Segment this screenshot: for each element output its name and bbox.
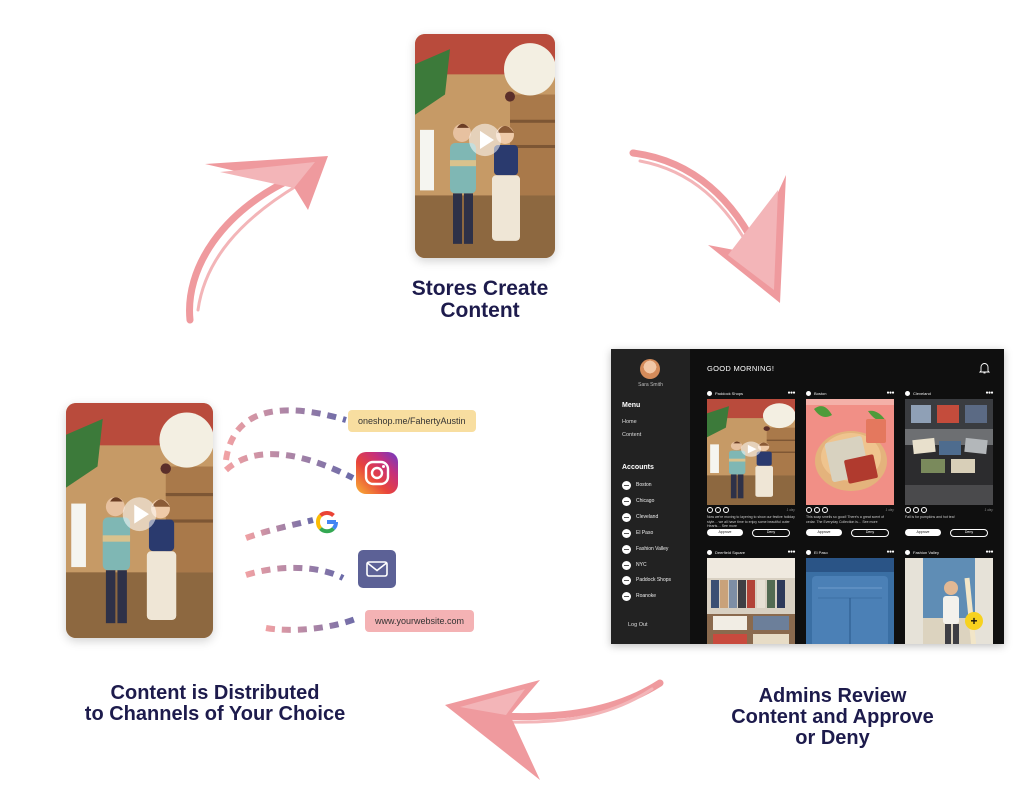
account-item-fashion-valley[interactable]: Fashion Valley	[622, 544, 668, 554]
post-image[interactable]	[806, 558, 894, 644]
account-item-nyc[interactable]: NYC	[622, 560, 647, 570]
deny-button[interactable]: Deny	[950, 529, 988, 537]
post-age: 1 day	[984, 508, 993, 512]
account-icon	[622, 575, 631, 585]
user-name: Sara Smith	[638, 382, 663, 388]
instagram-icon[interactable]	[356, 452, 398, 494]
heart-icon[interactable]	[806, 507, 812, 513]
more-icon[interactable]: ●●●	[886, 390, 894, 396]
website-link-chip[interactable]: www.yourwebsite.com	[365, 610, 475, 632]
store-avatar	[806, 390, 811, 396]
heart-icon[interactable]	[905, 507, 911, 513]
dashboard-sidebar: Sara Smith Menu Home Content Accounts Bo…	[611, 349, 690, 644]
deny-button[interactable]: Deny	[752, 529, 790, 537]
account-icon	[622, 480, 631, 490]
bell-icon[interactable]	[979, 362, 990, 374]
add-content-button[interactable]: +	[965, 612, 983, 630]
account-item-boston[interactable]: Boston	[622, 480, 652, 490]
shop-link-chip[interactable]: oneshop.me/FahertyAustin	[348, 410, 476, 432]
post-age: 1 day	[786, 508, 795, 512]
google-icon[interactable]	[313, 508, 341, 536]
account-icon	[622, 544, 631, 554]
post-image[interactable]	[806, 399, 894, 505]
store-avatar	[905, 390, 910, 396]
cycle-arrow-up	[186, 156, 328, 324]
store-avatar	[707, 549, 712, 555]
store-video-image	[66, 403, 213, 638]
cycle-arrow-left	[445, 679, 664, 780]
channel-connectors	[223, 407, 360, 633]
more-icon[interactable]: ●●●	[985, 390, 993, 396]
store-avatar	[707, 390, 712, 396]
account-item-paddock-shops[interactable]: Paddock Shops	[622, 575, 671, 585]
more-icon[interactable]: ●●●	[787, 549, 795, 555]
approve-button[interactable]: Approve	[707, 529, 743, 536]
step-create-caption: Stores Create Content	[411, 277, 549, 323]
store-avatar	[806, 549, 811, 555]
account-item-chicago[interactable]: Chicago	[622, 496, 654, 506]
mail-icon[interactable]	[358, 550, 396, 588]
approve-button[interactable]: Approve	[806, 529, 842, 536]
account-icon	[622, 512, 631, 522]
share-icon[interactable]	[822, 507, 828, 513]
comment-icon[interactable]	[913, 507, 919, 513]
menu-heading: Menu	[622, 402, 641, 409]
admin-dashboard: Sara Smith Menu Home Content Accounts Bo…	[611, 349, 1004, 644]
more-icon[interactable]: ●●●	[886, 549, 894, 555]
post-caption: Fall is for pumpkins and hot tea!	[905, 515, 955, 519]
store-avatar	[905, 549, 910, 555]
share-icon[interactable]	[723, 507, 729, 513]
post-image[interactable]	[905, 558, 993, 644]
account-icon	[622, 528, 631, 538]
post-age: 1 day	[885, 508, 894, 512]
post-caption: Now we're moving to layering to show our…	[707, 515, 795, 528]
account-item-cleveland[interactable]: Cleveland	[622, 512, 658, 522]
avatar[interactable]	[640, 359, 660, 379]
store-video-image	[415, 34, 555, 258]
heart-icon[interactable]	[707, 507, 713, 513]
greeting: GOOD MORNING!	[707, 364, 775, 373]
menu-item-home[interactable]: Home	[622, 419, 637, 425]
store-video-thumbnail-top[interactable]	[415, 34, 555, 258]
account-icon	[622, 591, 631, 601]
approve-button[interactable]: Approve	[905, 529, 941, 536]
post-image[interactable]	[905, 399, 993, 505]
store-video-thumbnail-left[interactable]	[66, 403, 213, 638]
deny-button[interactable]: Deny	[851, 529, 889, 537]
more-icon[interactable]: ●●●	[985, 549, 993, 555]
account-item-roanoke[interactable]: Roanoke	[622, 591, 656, 601]
cycle-arrow-down	[629, 149, 786, 303]
accounts-heading: Accounts	[622, 464, 654, 471]
share-icon[interactable]	[921, 507, 927, 513]
step-review-caption: Admins Review Content and Approve or Den…	[731, 685, 934, 749]
more-icon[interactable]: ●●●	[787, 390, 795, 396]
menu-item-content[interactable]: Content	[622, 432, 642, 438]
post-caption: This soap smells so good! There's a grea…	[806, 515, 885, 524]
post-image[interactable]	[707, 399, 795, 505]
account-icon	[622, 496, 631, 506]
step-distribute-caption: Content is Distributed to Channels of Yo…	[84, 682, 346, 725]
logout-link[interactable]: Log Out	[628, 622, 648, 628]
comment-icon[interactable]	[814, 507, 820, 513]
comment-icon[interactable]	[715, 507, 721, 513]
account-icon	[622, 560, 631, 570]
post-image[interactable]	[707, 558, 795, 644]
account-item-el-paso[interactable]: El Paso	[622, 528, 653, 538]
